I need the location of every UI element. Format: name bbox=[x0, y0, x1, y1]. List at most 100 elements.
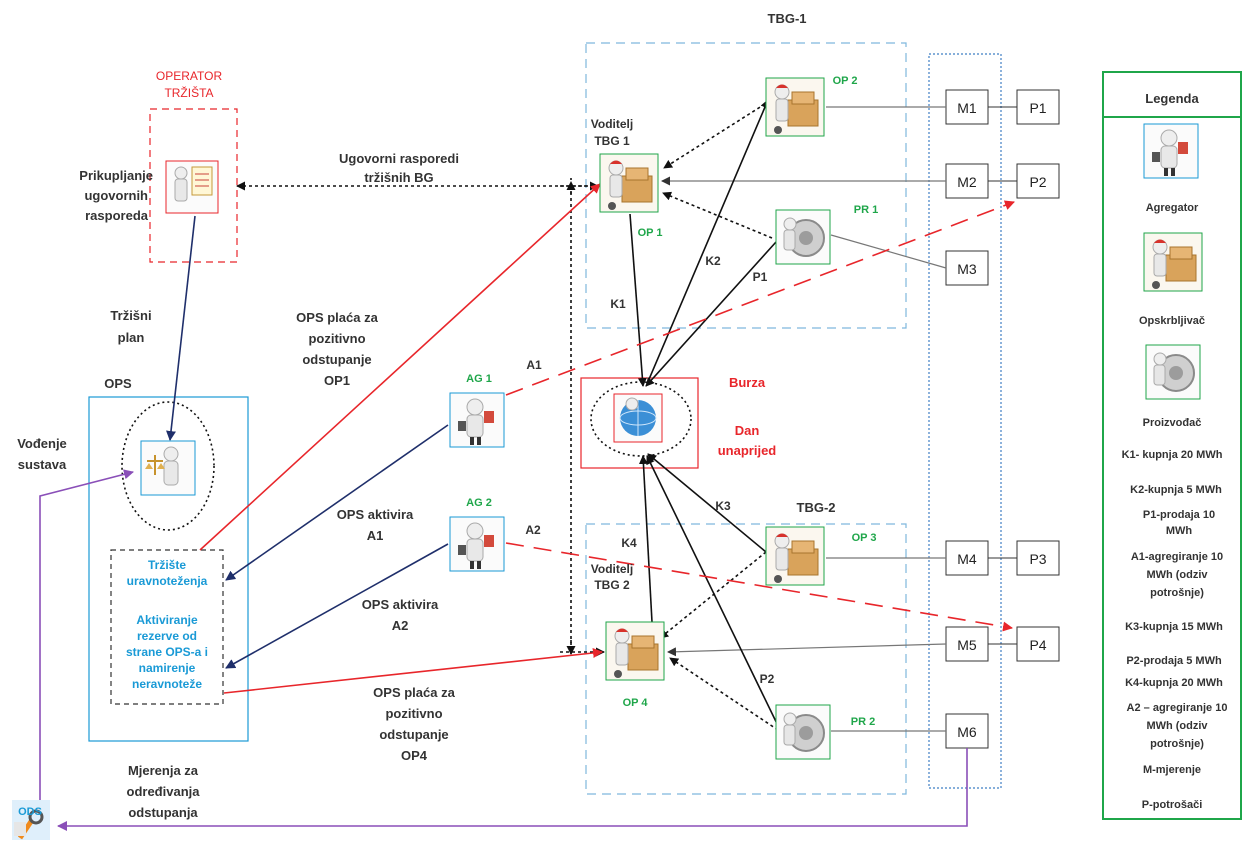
op2-label: OP 2 bbox=[833, 75, 858, 87]
trziste-1: Tržište bbox=[148, 558, 186, 572]
trade-links bbox=[629, 99, 783, 735]
op4-label: OP 4 bbox=[623, 697, 649, 709]
legend-title: Legenda bbox=[1145, 91, 1199, 106]
supplier-box-icon bbox=[599, 153, 659, 213]
meters bbox=[945, 89, 989, 749]
legend-icon-agregator: Agregator bbox=[1146, 202, 1199, 214]
op1-label: OP 1 bbox=[638, 227, 663, 239]
legend-item: A1-agregiranje 10 bbox=[1131, 551, 1223, 563]
exchange-globe-icon bbox=[613, 393, 663, 443]
meter-links bbox=[661, 106, 947, 732]
burza-label: Burza bbox=[729, 375, 766, 390]
vodjenje-1: Vođenje bbox=[17, 436, 67, 451]
legend-icon-proizvodjac: Proizvođač bbox=[1143, 417, 1202, 429]
op1-placa-3: odstupanje bbox=[302, 352, 371, 367]
aktivira-a1-2: A1 bbox=[367, 528, 384, 543]
vodjenje-2: sustava bbox=[18, 457, 67, 472]
producer-gear-icon bbox=[775, 704, 831, 760]
pr2-label: PR 2 bbox=[851, 716, 875, 728]
a2-label: A2 bbox=[525, 523, 541, 537]
judge-ellipse bbox=[121, 401, 215, 531]
tbg1-title: TBG-1 bbox=[768, 11, 807, 26]
op4-placa-2: pozitivno bbox=[385, 706, 442, 721]
legend-item: P-potrošači bbox=[1142, 799, 1203, 811]
legend-item: K1- kupnja 20 MWh bbox=[1122, 449, 1223, 461]
operator-title-1: OPERATOR bbox=[156, 69, 223, 83]
mjerenja-3: odstupanja bbox=[128, 805, 198, 820]
legend bbox=[1102, 71, 1242, 820]
trziste-4: Aktiviranje bbox=[136, 613, 198, 627]
ops-container bbox=[88, 396, 249, 742]
trzisni-2: plan bbox=[118, 330, 145, 345]
voditelj1-1: Voditelj bbox=[591, 117, 633, 131]
op4-placa-4: OP4 bbox=[401, 748, 428, 763]
trzisni-1: Tržišni bbox=[110, 308, 151, 323]
supplier-box-icon bbox=[765, 77, 825, 137]
op1-placa-2: pozitivno bbox=[308, 331, 365, 346]
legend-item: MWh (odziv bbox=[1146, 720, 1208, 732]
supplier-box-icon bbox=[765, 526, 825, 586]
trziste-uravnotezenja-box bbox=[110, 549, 224, 705]
op4-placa-1: OPS plaća za bbox=[373, 685, 455, 700]
mjerenja-1: Mjerenja za bbox=[128, 763, 199, 778]
dotted-links bbox=[236, 103, 779, 731]
ugovorni-1: Ugovorni rasporedi bbox=[339, 151, 459, 166]
aggregator-person-icon bbox=[1143, 123, 1199, 179]
judge-scale-icon bbox=[140, 440, 196, 496]
prikupljanje-1: Prikupljanje bbox=[79, 168, 153, 183]
voditelj2-1: Voditelj bbox=[591, 562, 633, 576]
consumers bbox=[1016, 89, 1060, 662]
legend-item: M-mjerenje bbox=[1143, 764, 1201, 776]
operator-person-icon bbox=[165, 160, 219, 214]
op1-placa-4: OP1 bbox=[324, 373, 350, 388]
meter-m2: M2 bbox=[957, 174, 977, 190]
legend-item: P2-prodaja 5 MWh bbox=[1126, 655, 1222, 667]
red-links bbox=[199, 183, 1015, 694]
meter-m4: M4 bbox=[957, 551, 977, 567]
meter-m1: M1 bbox=[957, 100, 977, 116]
op3-label: OP 3 bbox=[852, 532, 877, 544]
p1-label: P1 bbox=[753, 270, 768, 284]
consumer-p2: P2 bbox=[1029, 174, 1046, 190]
legend-item: P1-prodaja 10 bbox=[1143, 509, 1215, 521]
ops-title: OPS bbox=[104, 376, 132, 391]
legend-item: MWh (odziv bbox=[1146, 569, 1208, 581]
aktivira-a2-2: A2 bbox=[392, 618, 409, 633]
legend-item: A2 – agregiranje 10 bbox=[1127, 702, 1228, 714]
pr1-label: PR 1 bbox=[854, 204, 878, 216]
supplier-box-icon bbox=[605, 621, 665, 681]
trziste-5: rezerve od bbox=[137, 629, 197, 643]
ugovorni-2: tržišnih BG bbox=[364, 170, 433, 185]
ag2-label: AG 2 bbox=[466, 497, 492, 509]
dan-label-1: Dan bbox=[735, 423, 760, 438]
op4-placa-3: odstupanje bbox=[379, 727, 448, 742]
p2-label: P2 bbox=[760, 672, 775, 686]
ag1-label: AG 1 bbox=[466, 373, 492, 385]
meter-consumer-lines bbox=[988, 106, 1017, 645]
mjerenja-2: određivanja bbox=[127, 784, 201, 799]
meter-m5: M5 bbox=[957, 637, 977, 653]
voditelj2-2: TBG 2 bbox=[594, 578, 630, 592]
k2-label: K2 bbox=[705, 254, 721, 268]
legend-item: potrošnje) bbox=[1150, 738, 1204, 750]
legend-item: MWh bbox=[1166, 525, 1193, 537]
aggregator-person-icon bbox=[449, 516, 505, 572]
tbg2-container bbox=[585, 523, 907, 795]
trziste-7: namirenje bbox=[139, 661, 196, 675]
aktivira-a1-1: OPS aktivira bbox=[337, 507, 414, 522]
trziste-8: neravnoteže bbox=[132, 677, 202, 691]
meter-column bbox=[928, 53, 1002, 789]
voditelj1-2: TBG 1 bbox=[594, 134, 630, 148]
producer-gear-icon bbox=[775, 209, 831, 265]
consumer-p4: P4 bbox=[1029, 637, 1046, 653]
labels: TBG-1 TBG-2 OPERATOR TRŽIŠTA Prikupljanj… bbox=[17, 11, 1227, 820]
a1-label: A1 bbox=[526, 358, 542, 372]
legend-icon-opskrbljivac: Opskrbljivač bbox=[1139, 315, 1205, 327]
prikupljanje-2: ugovornih bbox=[84, 188, 148, 203]
consumer-p3: P3 bbox=[1029, 551, 1046, 567]
k4-label: K4 bbox=[621, 536, 637, 550]
legend-item: K2-kupnja 5 MWh bbox=[1130, 484, 1222, 496]
legend-item: potrošnje) bbox=[1150, 587, 1204, 599]
